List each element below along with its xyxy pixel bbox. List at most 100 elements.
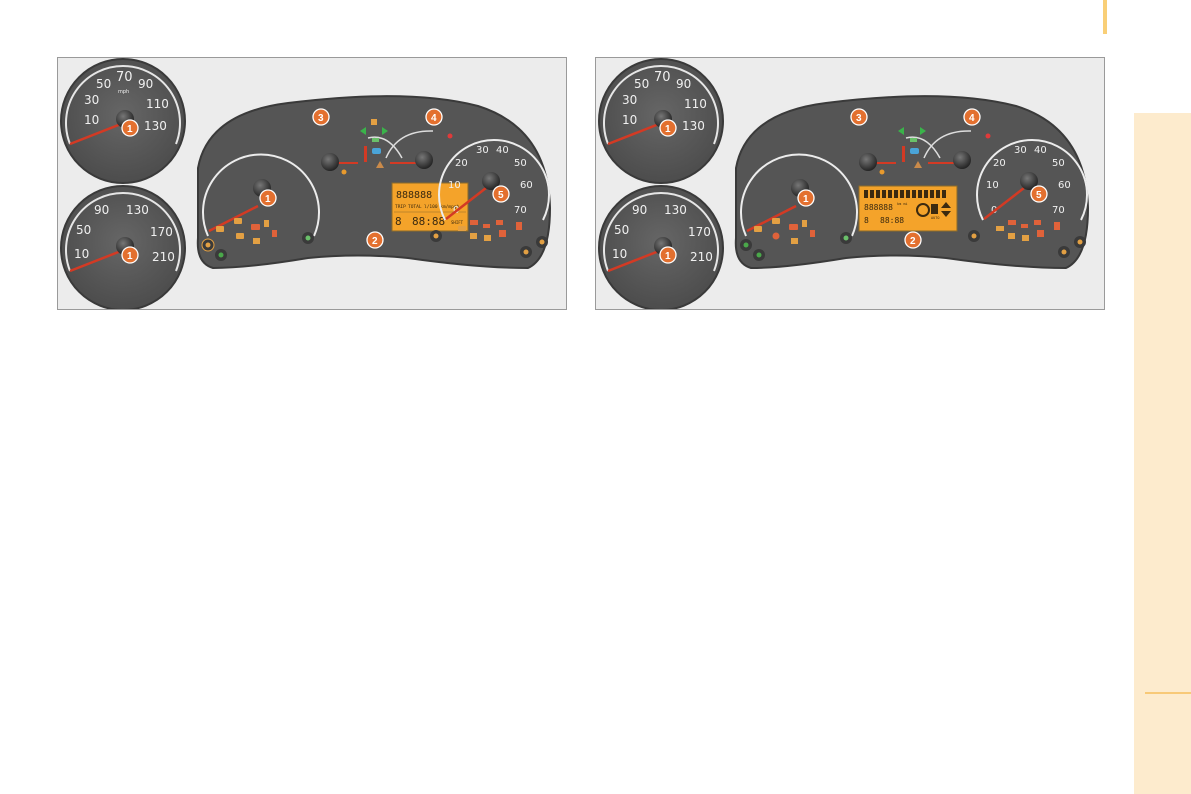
coolant-warning-icon bbox=[447, 133, 453, 139]
svg-text:4: 4 bbox=[969, 113, 975, 124]
tyre-pressure-icon bbox=[1022, 235, 1029, 241]
svg-text:3: 3 bbox=[856, 113, 862, 124]
svg-text:10: 10 bbox=[448, 180, 461, 191]
fuel-low-icon bbox=[879, 169, 885, 175]
parking-brake-icon bbox=[205, 242, 211, 248]
svg-text:1: 1 bbox=[665, 251, 671, 262]
cruise-control-icon bbox=[756, 252, 762, 258]
front-fog-light-icon bbox=[305, 235, 311, 241]
svg-text:10: 10 bbox=[74, 247, 89, 261]
svg-text:70: 70 bbox=[116, 70, 133, 85]
dipped-beam-icon bbox=[1061, 249, 1067, 255]
svg-text:170: 170 bbox=[150, 225, 173, 239]
seatbelt-warning-icon bbox=[264, 220, 269, 227]
fuel-low-icon bbox=[341, 169, 347, 175]
rear-fog-light-icon bbox=[971, 233, 977, 239]
diesel-filter-icon bbox=[483, 224, 490, 228]
sidelights-icon bbox=[372, 138, 379, 142]
svg-text:4: 4 bbox=[431, 113, 437, 124]
svg-text:1: 1 bbox=[265, 194, 271, 205]
svg-text:60: 60 bbox=[1058, 180, 1071, 191]
battery-charge-icon bbox=[1008, 220, 1016, 225]
speedometer-kmh-gauge: 10 50 90 130 170 210 1 bbox=[60, 185, 186, 309]
door-icon bbox=[371, 119, 377, 125]
brake-fluid-icon bbox=[772, 232, 780, 240]
brake-warning-icon bbox=[789, 224, 798, 230]
multifunction-display: 888888 km mi 8 88:88 AUTO bbox=[858, 185, 958, 232]
svg-text:l/100 km/mpgh: l/100 km/mpgh bbox=[424, 204, 460, 210]
instrument-panel-illustration: 10 30 50 70 90 110 130 1 10 50 90 130 17… bbox=[598, 58, 1090, 309]
fuel-gauge-arc bbox=[367, 136, 403, 159]
page-accent-bar bbox=[1103, 0, 1107, 34]
svg-text:SHIFT: SHIFT bbox=[451, 220, 464, 225]
airbag-icon bbox=[1037, 230, 1044, 237]
svg-text:2: 2 bbox=[372, 236, 378, 247]
hazard-icon bbox=[914, 161, 922, 168]
cruise-control-icon bbox=[218, 252, 224, 258]
svg-text:40: 40 bbox=[496, 145, 509, 156]
main-beam-icon bbox=[372, 148, 381, 154]
temperature-gauge-arc bbox=[385, 130, 434, 159]
rear-demist-icon bbox=[539, 239, 545, 245]
svg-text:km mi: km mi bbox=[897, 202, 908, 206]
tachometer-arc bbox=[438, 139, 550, 221]
engine-warning-icon bbox=[754, 226, 762, 232]
service-icon bbox=[470, 233, 477, 239]
svg-text:50: 50 bbox=[96, 77, 111, 91]
seatbelt-warning-icon bbox=[802, 220, 807, 227]
fuel-gauge-arc bbox=[905, 136, 941, 159]
front-fog-light-icon bbox=[843, 235, 849, 241]
svg-text:888888: 888888 bbox=[864, 203, 893, 212]
multifunction-display: 888888 TRIP TOTAL l/100 km/mpgh 8 88:88 … bbox=[391, 182, 469, 232]
svg-text:88:88: 88:88 bbox=[880, 216, 904, 225]
svg-text:10: 10 bbox=[986, 180, 999, 191]
svg-text:10: 10 bbox=[84, 113, 99, 127]
svg-text:5: 5 bbox=[1036, 190, 1042, 201]
instrument-panel-figure-a: 10 30 50 70 90 110 130 mph 1 10 50 90 13… bbox=[57, 57, 567, 310]
brake-warning-icon bbox=[251, 224, 260, 230]
main-beam-icon bbox=[910, 148, 919, 154]
svg-text:20: 20 bbox=[455, 158, 468, 169]
svg-text:1: 1 bbox=[127, 251, 133, 262]
svg-text:TOTAL: TOTAL bbox=[408, 204, 422, 210]
glow-plug-icon bbox=[791, 238, 798, 244]
temperature-gauge-knob bbox=[953, 151, 971, 169]
turn-left-icon bbox=[360, 127, 366, 135]
fuel-gauge-knob bbox=[321, 153, 339, 171]
svg-text:2: 2 bbox=[910, 236, 916, 247]
svg-text:10: 10 bbox=[622, 113, 637, 127]
svg-text:110: 110 bbox=[146, 97, 169, 111]
side-tab-rule bbox=[1145, 692, 1191, 694]
eco-icon bbox=[743, 242, 749, 248]
svg-text:50: 50 bbox=[76, 223, 91, 237]
tachometer-arc bbox=[976, 139, 1088, 221]
abs-icon bbox=[496, 220, 503, 225]
svg-text:3: 3 bbox=[318, 113, 324, 124]
gearbox-icon bbox=[931, 204, 938, 214]
abs-icon bbox=[1034, 220, 1041, 225]
temperature-gauge-arc bbox=[923, 130, 972, 159]
svg-text:10: 10 bbox=[612, 247, 627, 261]
sidelights-icon bbox=[910, 138, 917, 142]
airbag-icon bbox=[499, 230, 506, 237]
svg-text:50: 50 bbox=[614, 223, 629, 237]
turn-right-icon bbox=[920, 127, 926, 135]
svg-text:1: 1 bbox=[127, 124, 133, 135]
temperature-gauge-knob bbox=[415, 151, 433, 169]
svg-text:210: 210 bbox=[690, 250, 713, 264]
svg-text:30: 30 bbox=[1014, 145, 1027, 156]
svg-text:1: 1 bbox=[803, 194, 809, 205]
door-open-warning-icon bbox=[810, 230, 815, 237]
glow-plug-icon bbox=[253, 238, 260, 244]
svg-text:60: 60 bbox=[520, 180, 533, 191]
svg-text:70: 70 bbox=[514, 205, 527, 216]
svg-text:40: 40 bbox=[1034, 145, 1047, 156]
svg-text:5: 5 bbox=[498, 190, 504, 201]
svg-text:30: 30 bbox=[622, 93, 637, 107]
speedometer-kmh-gauge: 10 50 90 130 170 210 1 bbox=[598, 185, 724, 309]
dipped-beam-icon bbox=[523, 249, 529, 255]
chapter-side-tab bbox=[1134, 113, 1191, 794]
hazard-icon bbox=[376, 161, 384, 168]
turn-right-icon bbox=[382, 127, 388, 135]
bar-segment-display bbox=[864, 190, 946, 198]
